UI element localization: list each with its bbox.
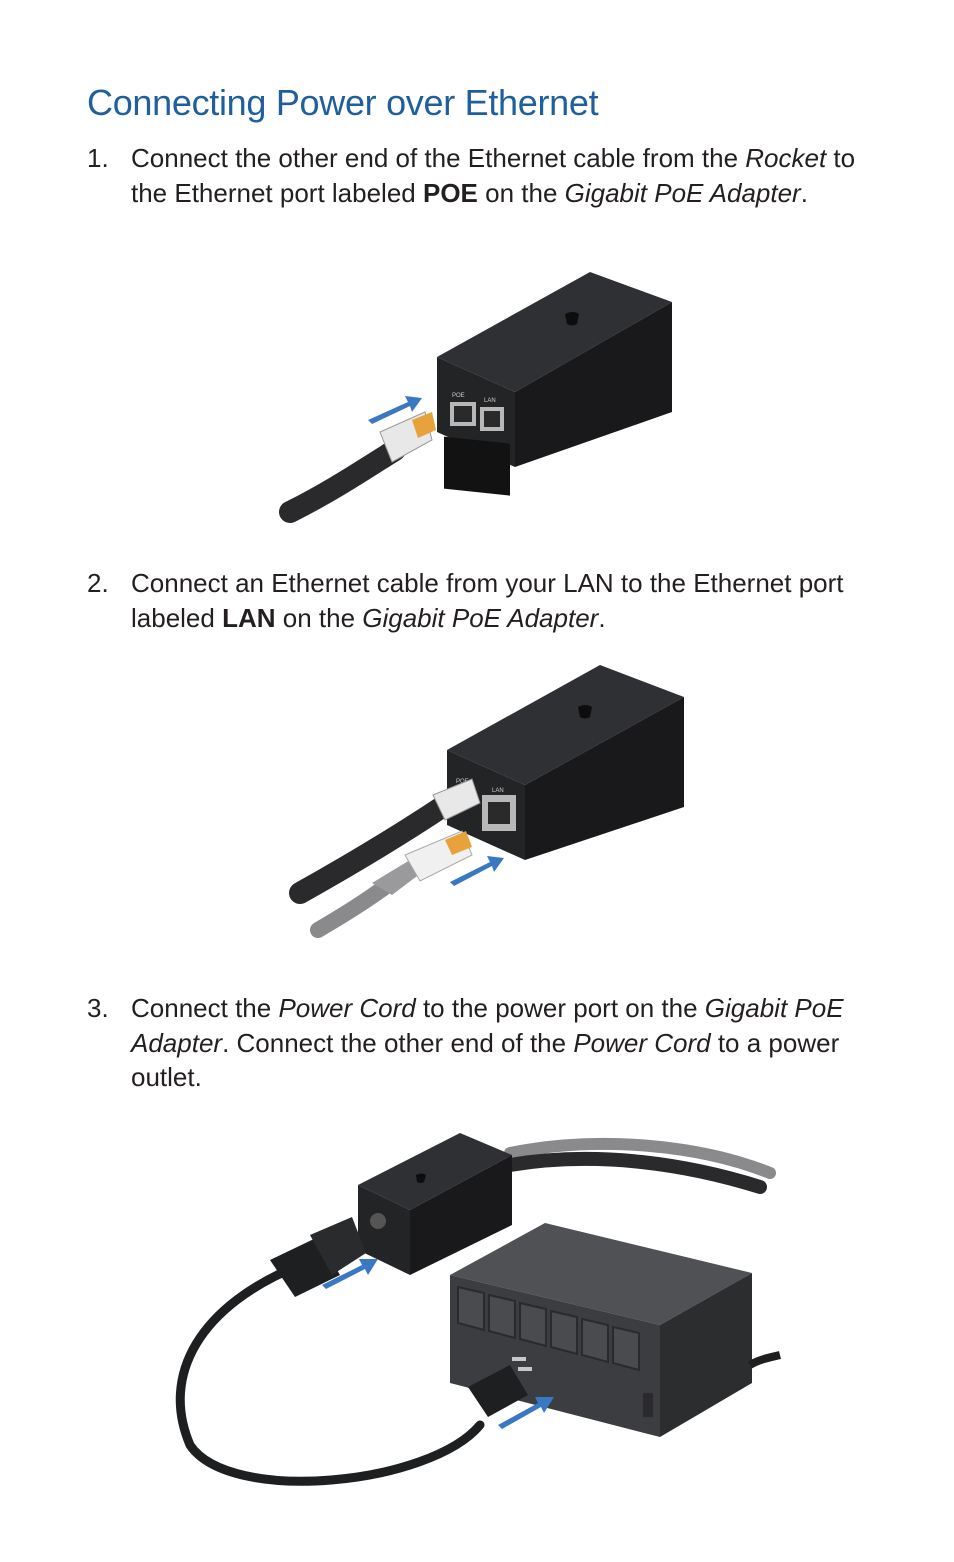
ubiquiti-logo-icon: [416, 1173, 426, 1183]
step-3: 3. Connect the Power Cord to the power p…: [87, 991, 877, 1095]
ac-power-plug: [468, 1357, 532, 1417]
step-text: Connect the other end of the Ethernet ca…: [131, 143, 856, 208]
step-number: 2.: [87, 568, 109, 598]
step-1: 1. Connect the other end of the Ethernet…: [87, 141, 877, 210]
figure-connect-poe: POE LAN: [0, 262, 954, 532]
step-text: Connect the Power Cord to the power port…: [131, 993, 844, 1092]
strip-cable: [747, 1351, 781, 1369]
poe-adapter-device: POE LAN: [447, 665, 684, 860]
iec-power-plug: [270, 1217, 366, 1297]
step-text: Connect an Ethernet cable from your LAN …: [131, 568, 844, 633]
poe-ethernet-cable: [289, 794, 456, 904]
insert-arrow-icon: [498, 1397, 554, 1429]
rj45-connector-inserted: [432, 778, 481, 821]
step-2: 2. Connect an Ethernet cable from your L…: [87, 566, 877, 635]
power-switch-icon: [643, 1393, 653, 1417]
ethernet-cable: [279, 439, 406, 523]
step-number: 3.: [87, 993, 109, 1023]
step-number: 1.: [87, 143, 109, 173]
figure-connect-lan: POE LAN: [0, 655, 954, 945]
power-cord: [175, 1260, 485, 1486]
insert-arrow-icon: [368, 396, 422, 424]
rj45-connector: [379, 411, 436, 463]
poe-port-label: POE: [452, 393, 465, 399]
figure-connect-power: [0, 1125, 954, 1505]
rj45-connector-lan: [372, 830, 473, 895]
poe-adapter-device: [358, 1133, 512, 1275]
ubiquiti-logo-icon: [565, 312, 579, 326]
lan-port-label: LAN: [484, 398, 496, 404]
lan-port-label: LAN: [492, 788, 504, 794]
lan-ethernet-cable: [310, 879, 393, 938]
poe-cable: [503, 1152, 767, 1194]
poe-port-label: POE: [456, 779, 469, 785]
lan-cable: [504, 1137, 776, 1179]
insert-arrow-icon: [322, 1259, 378, 1289]
page-title: Connecting Power over Ethernet: [87, 82, 599, 123]
poe-adapter-device: POE LAN: [437, 272, 672, 496]
insert-arrow-icon: [450, 856, 504, 886]
ubiquiti-logo-icon: [578, 705, 592, 719]
